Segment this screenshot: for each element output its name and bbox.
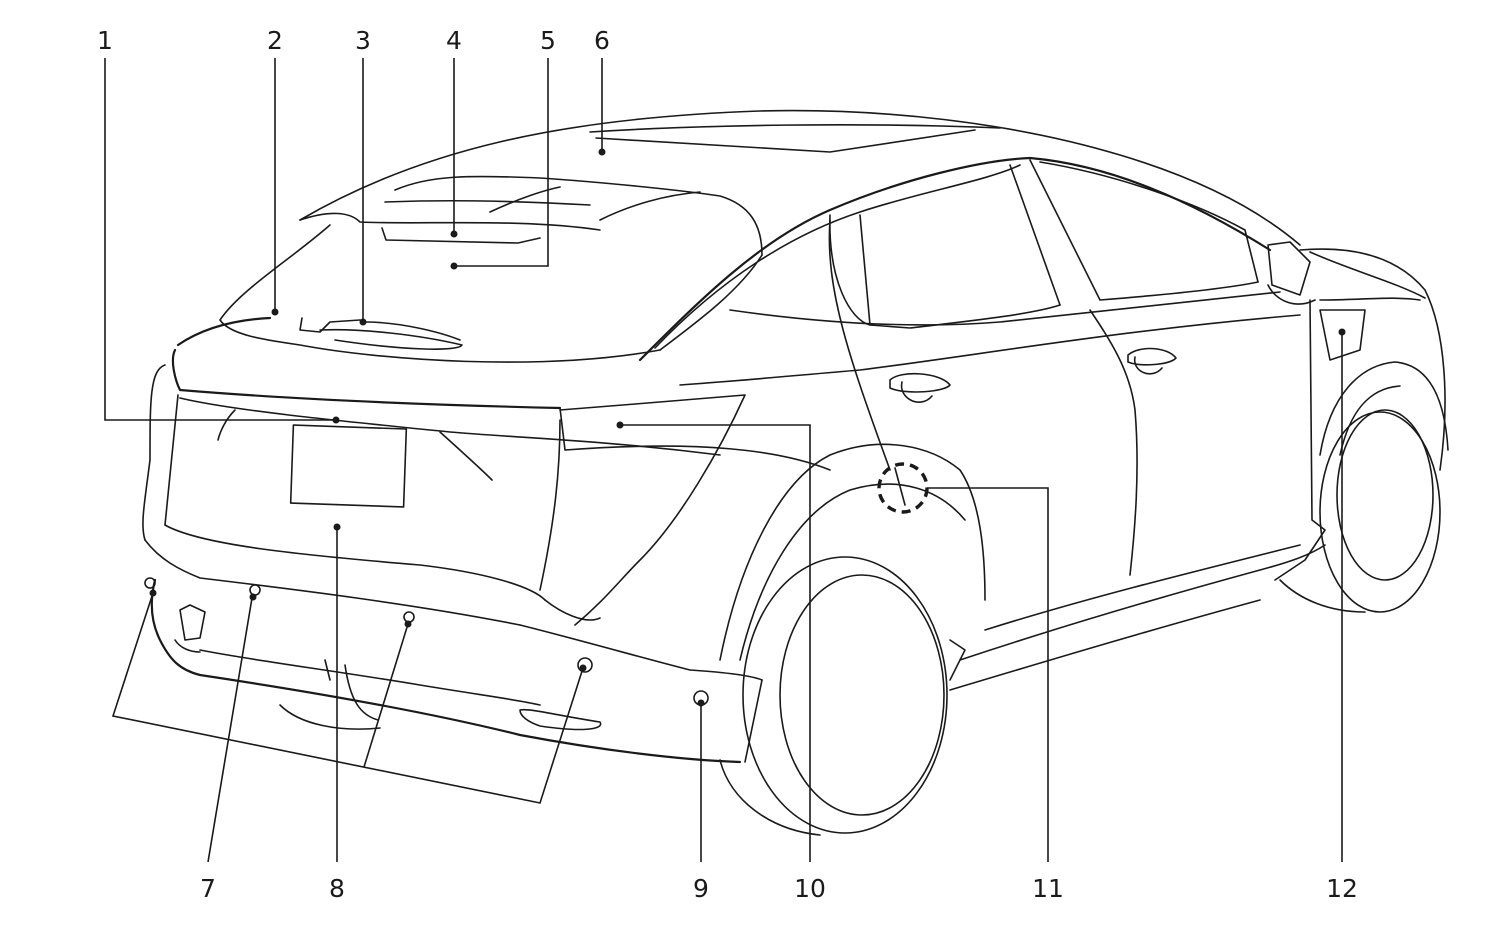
callout-2: 2 (267, 26, 283, 55)
leader-lines (104, 58, 1346, 863)
pointer-dot-5 (450, 262, 458, 270)
pointer-dot-2 (271, 308, 279, 316)
callout-8: 8 (329, 874, 345, 903)
callout-7: 7 (200, 874, 216, 903)
callout-11: 11 (1032, 874, 1064, 903)
callout-3: 3 (355, 26, 371, 55)
pointer-dot-sensor-right (579, 664, 587, 672)
leader-7 (207, 597, 253, 863)
pointer-dot-6 (598, 148, 606, 156)
leader-1 (104, 58, 336, 421)
pointer-dot-9 (697, 699, 705, 707)
car-line-art (142, 109, 1449, 836)
sensor-bracket-inner (363, 623, 409, 768)
sensor-ring-left (144, 577, 156, 589)
sensor-bracket (111, 592, 584, 804)
callout-labels: 1 2 3 4 5 6 7 8 9 10 11 12 (97, 26, 1358, 903)
sensor-ring-right (577, 657, 593, 673)
charge-port-line (894, 467, 906, 506)
pointer-dot-8 (333, 523, 341, 531)
pointer-dot-sensor-left (149, 589, 157, 597)
callout-12: 12 (1326, 874, 1358, 903)
leader-10 (620, 424, 811, 862)
callout-4: 4 (446, 26, 462, 55)
pointer-dot-3 (359, 318, 367, 326)
callout-6: 6 (594, 26, 610, 55)
sensor-ring-center-left (249, 584, 261, 596)
leader-5 (454, 58, 549, 267)
charge-port-dashed-circle (877, 462, 929, 514)
pointer-dot-12 (1338, 328, 1346, 336)
pointer-dot-1 (332, 416, 340, 424)
leader-11 (927, 487, 1049, 862)
pointer-dot-4 (450, 230, 458, 238)
callout-1: 1 (97, 26, 113, 55)
pointer-dot-10 (616, 421, 624, 429)
callout-5: 5 (540, 26, 556, 55)
callout-9: 9 (693, 874, 709, 903)
sensor-ring-center (403, 611, 415, 623)
callout-10: 10 (794, 874, 826, 903)
